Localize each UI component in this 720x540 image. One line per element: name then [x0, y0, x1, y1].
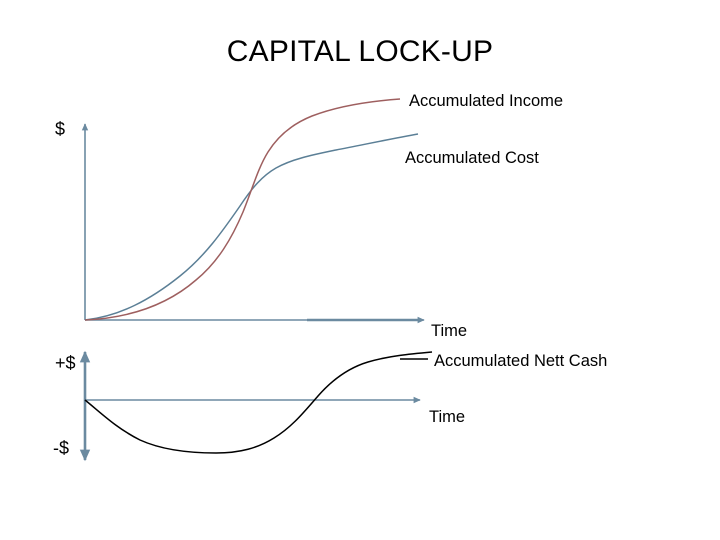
accumulated-income-label: Accumulated Income [409, 92, 564, 110]
lower-chart-axes [79, 350, 421, 462]
lower-y-axis-positive-label: +$ [55, 353, 76, 373]
lower-x-axis-label: Time [429, 408, 466, 426]
accumulated-nett-cash-curve [84, 351, 433, 454]
lower-y-axis-negative-label: -$ [53, 438, 70, 458]
accumulated-cost-label: Accumulated Cost [405, 149, 539, 167]
accumulated-income-curve [84, 98, 401, 321]
upper-x-axis-label: Time [431, 322, 468, 340]
upper-chart-axes [81, 123, 425, 324]
upper-y-axis-label: $ [55, 119, 66, 139]
page-title: CAPITAL LOCK-UP [226, 35, 494, 68]
accumulated-cost-curve [84, 133, 419, 321]
accumulated-nett-cash-label: Accumulated Nett Cash [434, 352, 608, 370]
